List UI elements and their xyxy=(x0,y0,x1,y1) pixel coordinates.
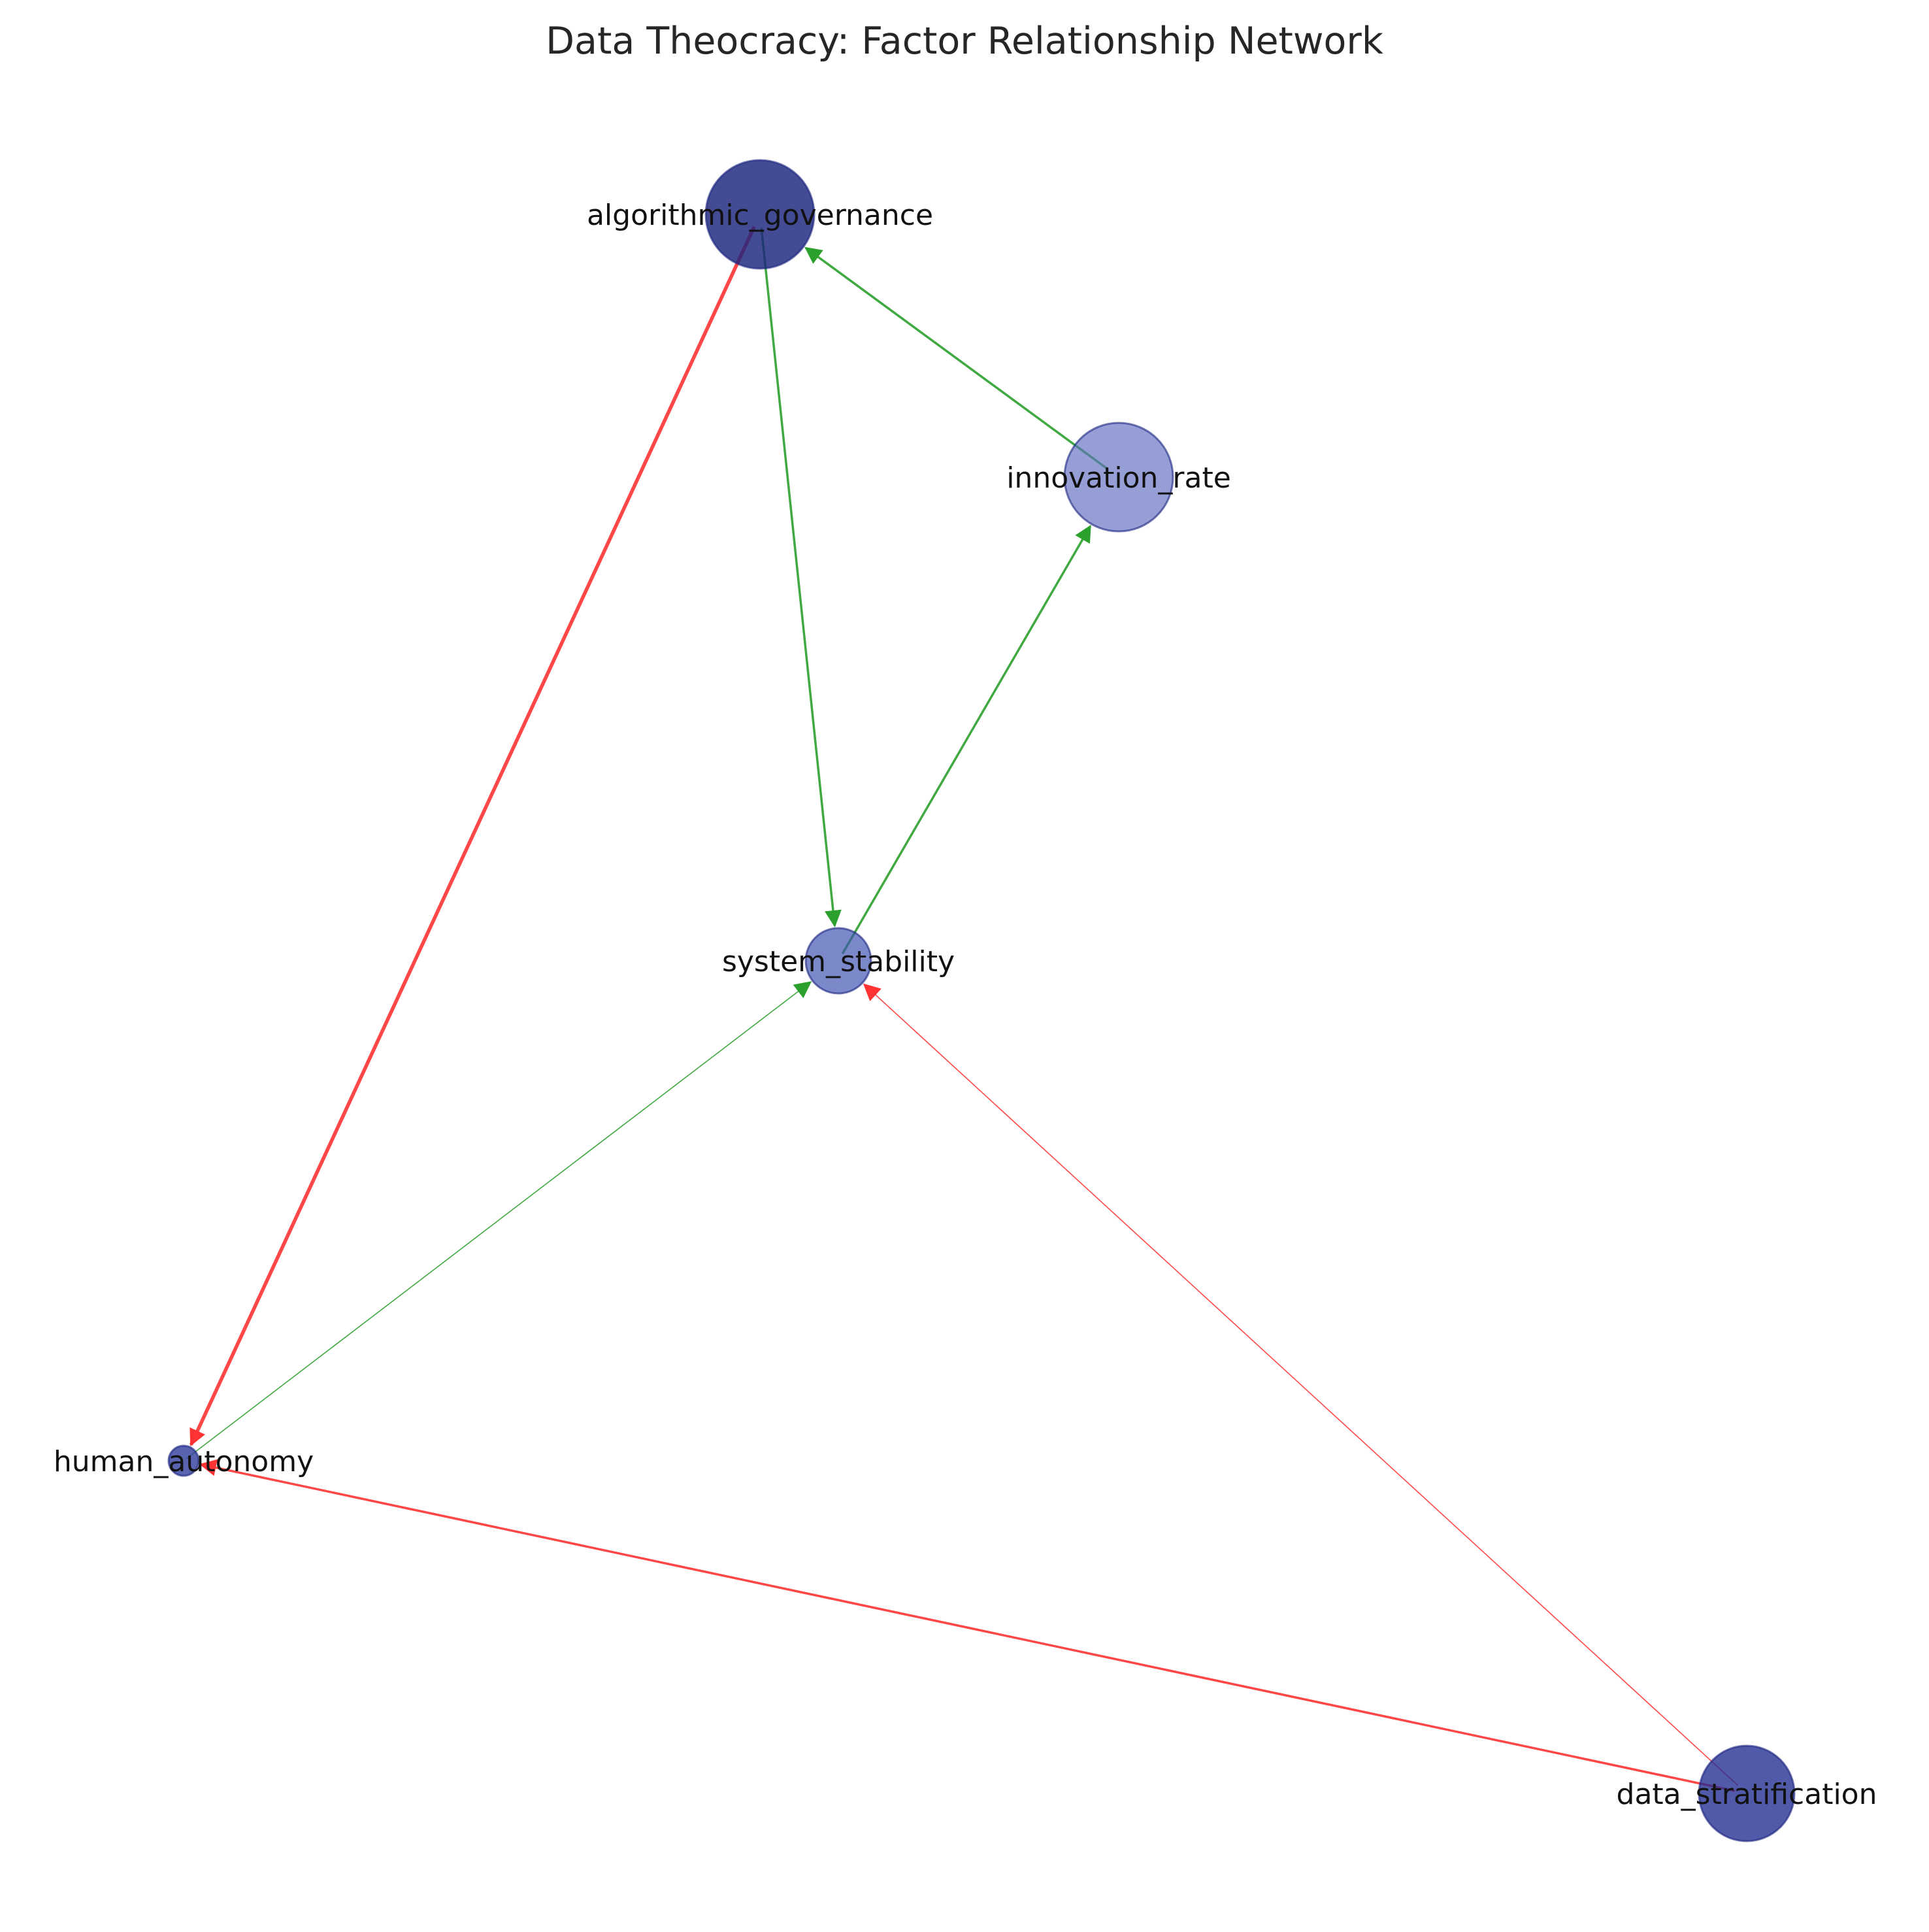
diagram-title: Data Theocracy: Factor Relationship Netw… xyxy=(546,20,1383,63)
edge-human_autonomy-to-system_stability xyxy=(186,981,812,1459)
edge-algorithmic_governance-to-human_autonomy xyxy=(189,225,756,1446)
edge-innovation_rate-to-algorithmic_governance xyxy=(804,246,1109,471)
edge-layer xyxy=(186,225,1739,1792)
node-label-algorithmic_governance: algorithmic_governance xyxy=(587,199,933,232)
node-system_stability[interactable] xyxy=(804,927,872,995)
node-label-human_autonomy: human_autonomy xyxy=(54,1445,314,1478)
label-layer: algorithmic_governance innovation_ratesys… xyxy=(54,199,1877,1811)
node-data_stratification[interactable] xyxy=(1698,1744,1796,1842)
node-label-system_stability: system_stability xyxy=(722,945,955,978)
node-label-innovation_rate: innovation_rate xyxy=(1006,461,1231,495)
edge-system_stability-to-innovation_rate xyxy=(841,525,1091,955)
node-label-data_stratification: data_stratification xyxy=(1617,1778,1877,1811)
edge-algorithmic_governance-to-system_stability xyxy=(760,227,842,927)
node-human_autonomy[interactable] xyxy=(167,1444,200,1477)
node-innovation_rate[interactable] xyxy=(1063,422,1174,533)
edge-data_stratification-to-system_stability xyxy=(863,983,1739,1786)
node-algorithmic_governance[interactable] xyxy=(704,159,816,270)
edge-data_stratification-to-human_autonomy xyxy=(199,1459,1736,1792)
node-layer xyxy=(167,159,1796,1842)
